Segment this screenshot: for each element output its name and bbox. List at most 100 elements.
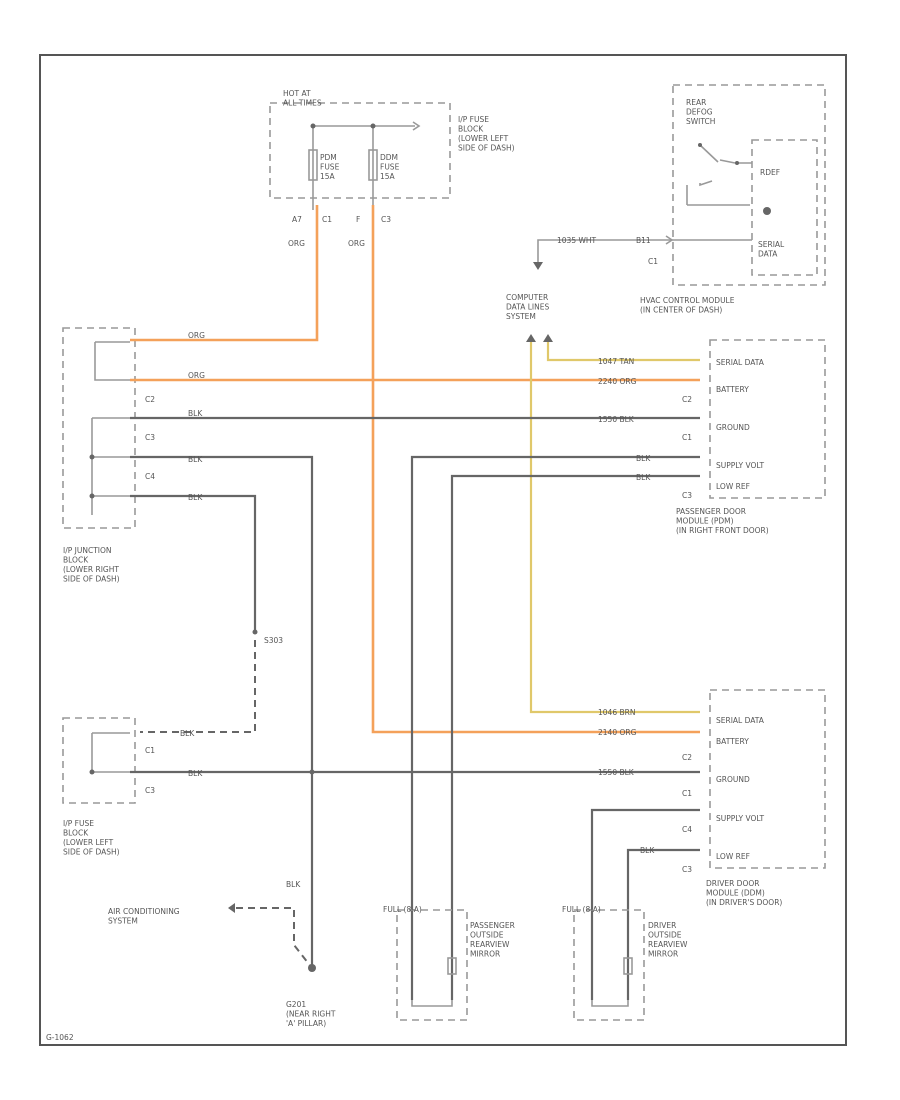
lower-fuse-wire1: BLK — [180, 729, 195, 738]
driver-mirror-internal — [591, 1000, 629, 1007]
lower-fuse-block-outline — [62, 717, 136, 804]
ddm-pin-serial: SERIAL DATA — [716, 716, 765, 725]
junction-c2: C2 — [145, 395, 155, 404]
ground-terminal — [308, 964, 316, 972]
hvac-outline — [672, 84, 826, 286]
hvac-caption: HVAC CONTROL MODULE(IN CENTER OF DASH) — [640, 296, 735, 315]
rdef-terminal — [763, 207, 771, 215]
wire-blk-ddm-supply — [590, 808, 700, 1000]
pdm-pin-battery: BATTERY — [716, 385, 749, 394]
fuse-icon — [308, 149, 318, 181]
wire-color-org-2: ORG — [348, 239, 365, 248]
pin-a7: A7 — [292, 215, 302, 224]
lower-fuse-node — [89, 769, 95, 775]
ground-wire-label: BLK — [286, 880, 301, 889]
wire-blk-ground-g201 — [130, 455, 314, 968]
ddm-pin-battery: BATTERY — [716, 737, 749, 746]
passenger-mirror-internal — [411, 1000, 453, 1007]
passenger-door-module: SERIAL DATA BATTERY GROUND SUPPLY VOLT L… — [598, 339, 826, 535]
ddm-wire-ground: 1550 BLK — [598, 768, 635, 777]
junction-c3: C3 — [145, 433, 155, 442]
lower-fuse-internal-bus — [91, 732, 130, 773]
hvac-wire-label: 1035 WHT — [557, 236, 597, 245]
fuse-bus-bar — [312, 125, 415, 210]
arrow-down-icon — [533, 262, 543, 270]
driver-mirror-outline — [573, 909, 645, 1021]
defog-switch-contacts — [686, 144, 752, 206]
pdm-conn-c2: C2 — [682, 395, 692, 404]
pdm-wire-supply: BLK — [636, 454, 651, 463]
ddm-wire-serial: 1046 BRN — [598, 708, 635, 717]
junction-node — [89, 454, 95, 460]
junction-block-outline — [62, 327, 136, 529]
pdm-outline — [709, 339, 826, 499]
pdm-pin-serial: SERIAL DATA — [716, 358, 765, 367]
ddm-pin-supply: SUPPLY VOLT — [716, 814, 764, 823]
diagram-id: G-1062 — [46, 1033, 74, 1042]
wire-label-blk-1: BLK — [188, 409, 203, 418]
ddm-conn-c4: C4 — [682, 825, 692, 834]
driver-door-module: SERIAL DATA BATTERY GROUND SUPPLY VOLT L… — [598, 689, 826, 907]
pdm-pin-supply: SUPPLY VOLT — [716, 461, 764, 470]
pdm-wire-ground: 1550 BLK — [598, 415, 635, 424]
wire-blk-ddm-lowref — [626, 848, 700, 1000]
diagram-frame — [39, 54, 847, 1046]
junction-c4: C4 — [145, 472, 155, 481]
hvac-pin: B11 — [636, 236, 651, 245]
pdm-wire-battery: 2240 ORG — [598, 377, 637, 386]
ddm-wire-lowref: BLK — [640, 846, 655, 855]
passenger-mirror-tag: FULL (8-A) — [383, 905, 422, 914]
ddm-conn-c2: C2 — [682, 753, 692, 762]
wire-tan-pdm-serial — [546, 342, 700, 362]
splice-node — [252, 629, 258, 635]
wire-blk-pdm-lowref — [450, 474, 700, 1000]
ddm-outline — [709, 689, 826, 869]
arrow-icon — [412, 121, 421, 131]
arrow-up-icon — [543, 334, 553, 342]
wire-org-junction-feed — [130, 205, 319, 342]
wire-label-blk-2: BLK — [188, 455, 203, 464]
switch-contact — [698, 143, 702, 147]
wire-dashed-splice-to-fuse — [140, 640, 256, 733]
junction-internal-bus — [91, 341, 130, 515]
ddm-conn-c3: C3 — [682, 865, 692, 874]
wire-blk-pdm-supply — [410, 455, 700, 1000]
rdef-label: RDEF — [760, 168, 780, 177]
wire-brn-ddm-serial — [529, 342, 700, 714]
fuse-bus-node — [370, 123, 376, 129]
lower-fuse-c1: C1 — [145, 746, 155, 755]
wire-label-blk-3: BLK — [188, 493, 203, 502]
arrow-left-icon — [228, 903, 235, 913]
switch-contact — [735, 161, 739, 165]
pdm-conn-c1: C1 — [682, 433, 692, 442]
conn-c1: C1 — [322, 215, 332, 224]
ddm-wire-battery: 2140 ORG — [598, 728, 637, 737]
mirror-motor-icon — [447, 957, 457, 975]
conn-c3: C3 — [381, 215, 391, 224]
passenger-mirror-outline — [396, 909, 468, 1021]
fuse-icon — [368, 149, 378, 181]
ground-caption: G201(NEAR RIGHT'A' PILLAR) — [286, 1000, 336, 1028]
mirror-motor-icon — [623, 957, 633, 975]
crossing-node — [309, 769, 315, 775]
arrow-up-icon — [526, 334, 536, 342]
pdm-pin-ground: GROUND — [716, 423, 750, 432]
wire-color-org-1: ORG — [288, 239, 305, 248]
